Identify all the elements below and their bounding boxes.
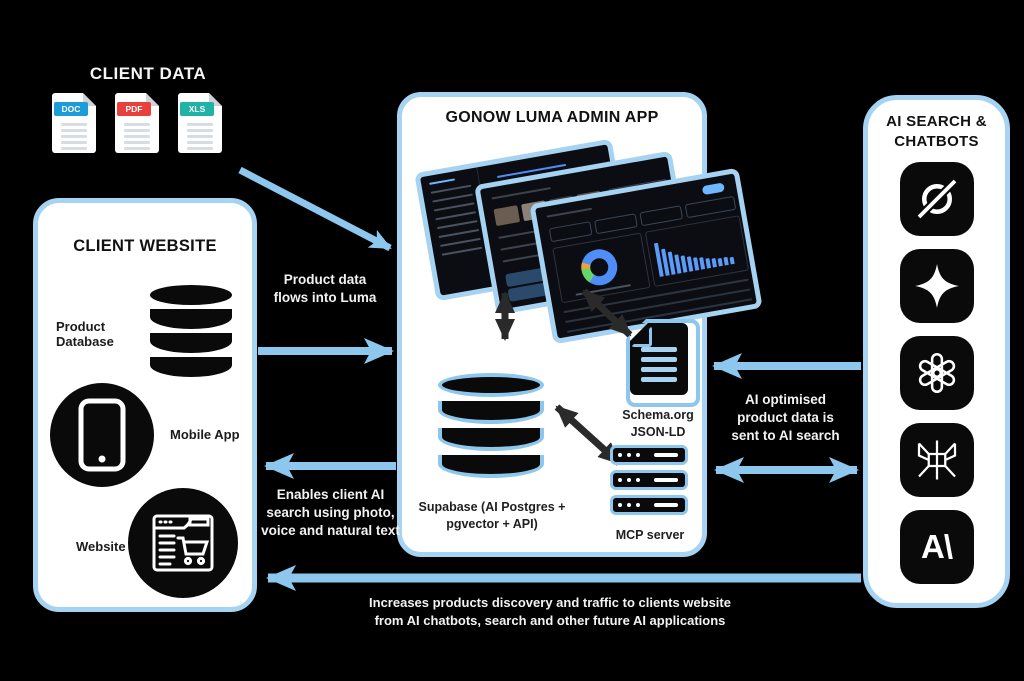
admin-app-title: GONOW LUMA ADMIN APP (445, 109, 659, 126)
enables-search-label: Enables client AI search using photo, vo… (261, 487, 400, 539)
mcp-server-label: MCP server (615, 528, 685, 542)
anthropic-glyph: A\ (921, 528, 953, 565)
client-data-files: DOC PDF XLS (52, 93, 222, 153)
mcp-server-icon (610, 445, 688, 515)
product-database-label: Product Database (56, 319, 114, 349)
openai-icon (899, 336, 974, 410)
increases-discovery-label: Increases products discovery and traffic… (369, 595, 731, 628)
supabase-label: Supabase (AI Postgres + pgvector + API) (418, 500, 566, 531)
schema-label: Schema.org JSON-LD (622, 408, 694, 439)
anthropic-icon: A\ (899, 510, 974, 584)
perplexity-icon (899, 423, 974, 497)
ai-search-title: AI SEARCH & CHATBOTS (886, 113, 987, 151)
gemini-icon (899, 249, 974, 323)
doc-file-icon: DOC (52, 93, 96, 153)
grok-icon (899, 162, 974, 236)
ai-search-panel: AI SEARCH & CHATBOTS (863, 95, 1010, 608)
xls-file-icon: XLS (178, 93, 222, 153)
ai-optimised-label: AI optimised product data is sent to AI … (731, 392, 840, 444)
client-website-panel: CLIENT WEBSITE Product Database Mobile A… (33, 198, 257, 612)
schema-doc-outline (626, 319, 700, 407)
client-website-title: CLIENT WEBSITE (73, 237, 217, 255)
supabase-database-icon (438, 373, 544, 478)
mobile-app-icon (50, 383, 154, 487)
admin-app-panel: GONOW LUMA ADMIN APP (397, 92, 763, 557)
pdf-file-icon: PDF (115, 93, 159, 153)
product-data-flow-label: Product data flows into Luma (273, 272, 377, 306)
database-icon (150, 285, 232, 377)
schema-json-icon (630, 323, 688, 395)
pdf-label: PDF (117, 102, 151, 116)
website-icon (128, 488, 238, 598)
doc-label: DOC (54, 102, 88, 116)
xls-label: XLS (180, 102, 214, 116)
mobile-app-label: Mobile App (170, 427, 240, 442)
website-label: Website (76, 539, 126, 554)
client-data-title: CLIENT DATA (89, 64, 207, 83)
arrow-clientdata-to-admin (238, 166, 392, 252)
